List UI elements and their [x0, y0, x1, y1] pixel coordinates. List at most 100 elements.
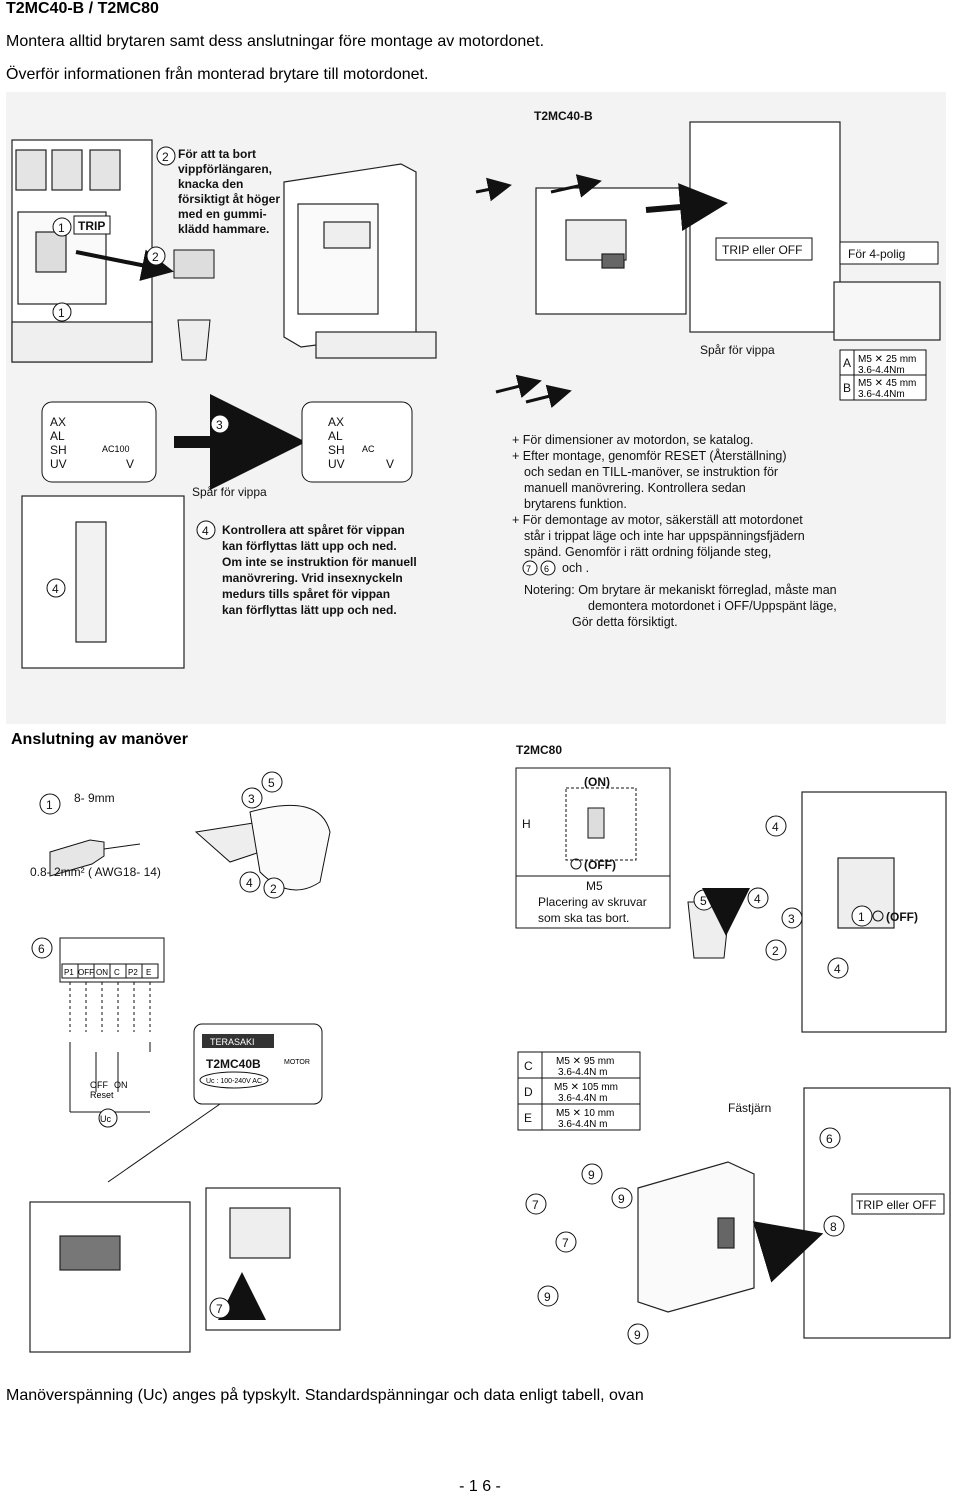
svg-text:(OFF): (OFF) — [584, 858, 616, 872]
svg-text:som ska tas bort.: som ska tas bort. — [538, 911, 629, 925]
svg-text:4: 4 — [772, 820, 779, 834]
svg-text:T2MC40B: T2MC40B — [206, 1057, 261, 1071]
svg-text:3: 3 — [788, 912, 795, 926]
svg-text:1: 1 — [58, 221, 65, 235]
svg-text:3: 3 — [248, 792, 255, 806]
off-label: OFF — [90, 1080, 108, 1090]
svg-text:V: V — [126, 457, 134, 471]
svg-text:MOTOR: MOTOR — [284, 1059, 310, 1066]
off-label: (OFF) — [886, 910, 918, 924]
svg-text:3: 3 — [216, 418, 223, 432]
t2mc80-diagram: T2MC80 H (ON) (OFF) M5 Placering av skru… — [515, 743, 951, 1345]
accessory-box-right: AX AL SH UV AC V — [301, 401, 413, 483]
svg-text:4: 4 — [52, 582, 59, 596]
svg-text:M5 ✕ 95 mm: M5 ✕ 95 mm — [556, 1056, 614, 1067]
svg-text:med en gummi-: med en gummi- — [178, 207, 267, 221]
svg-text:+ Efter montage, genomför RESE: + Efter montage, genomför RESET (Återstä… — [512, 448, 787, 463]
step-2-instruction: För att ta bort vippförlängaren, knacka … — [178, 147, 280, 236]
svg-text:4: 4 — [834, 962, 841, 976]
svg-text:2: 2 — [270, 882, 277, 896]
model-label: T2MC80 — [516, 743, 562, 757]
svg-text:kan förflyttas lätt upp och ne: kan förflyttas lätt upp och ned. — [222, 603, 397, 617]
reset-label: Reset — [90, 1090, 114, 1100]
mounting-diagram: 1 1 TRIP 2 2 För att ta bort vippförläng… — [6, 92, 946, 724]
trip-label: TRIP — [78, 219, 105, 233]
svg-text:manuell manövrering. Kontrolle: manuell manövrering. Kontrollera sedan — [524, 481, 746, 495]
svg-text:B: B — [843, 381, 851, 395]
svg-text:9: 9 — [588, 1168, 595, 1182]
svg-text:7: 7 — [526, 564, 531, 574]
front-view-box: H (ON) (OFF) M5 Placering av skruvar som… — [515, 767, 671, 929]
breaker-with-motor-drawing — [29, 1187, 341, 1353]
svg-text:Uc : 100-240V AC: Uc : 100-240V AC — [206, 1078, 262, 1085]
svg-text:demontera motordonet i OFF/Upp: demontera motordonet i OFF/Uppspänt läge… — [588, 599, 837, 613]
instruction-line-2: Överför informationen från monterad bryt… — [6, 66, 429, 83]
svg-text:3.6-4.4N m: 3.6-4.4N m — [558, 1067, 607, 1078]
svg-text:AL: AL — [328, 429, 343, 443]
svg-text:C: C — [114, 968, 120, 977]
svg-text:M5 ✕ 45 mm: M5 ✕ 45 mm — [858, 378, 916, 389]
svg-text:AC100: AC100 — [102, 444, 130, 454]
wire-strip-length: 8- 9mm — [74, 791, 115, 805]
wire-spec: 0.8- 2mm² ( AWG18- 14) — [30, 865, 161, 879]
svg-text:M5 ✕ 10 mm: M5 ✕ 10 mm — [556, 1108, 614, 1119]
svg-text:AX: AX — [50, 415, 66, 429]
svg-text:E: E — [146, 968, 151, 977]
svg-text:och sedan en TILL-manöver, se: och sedan en TILL-manöver, se instruktio… — [524, 465, 778, 479]
svg-text:D: D — [524, 1085, 533, 1099]
svg-text:4: 4 — [754, 892, 761, 906]
svg-text:kan förflyttas lätt upp och ne: kan förflyttas lätt upp och ned. — [222, 539, 397, 553]
svg-text:SH: SH — [50, 443, 67, 457]
svg-text:Notering: Om brytare är mekani: Notering: Om brytare är mekaniskt förreg… — [524, 583, 837, 597]
footer-note: Manöverspänning (Uc) anges på typskylt. … — [6, 1387, 644, 1404]
svg-text:6: 6 — [38, 942, 45, 956]
svg-text:6: 6 — [544, 564, 549, 574]
svg-text:Placering av skruvar: Placering av skruvar — [538, 895, 647, 909]
svg-text:UV: UV — [50, 457, 67, 471]
svg-text:H: H — [522, 817, 531, 831]
svg-text:För att ta bort: För att ta bort — [178, 147, 256, 161]
svg-text:brytarens funktion.: brytarens funktion. — [524, 497, 627, 511]
notes-block: + För dimensioner av motordon, se katalo… — [512, 433, 837, 629]
svg-text:8: 8 — [830, 1220, 837, 1234]
svg-text:SH: SH — [328, 443, 345, 457]
slot-label-bottom: Spår för vippa — [192, 485, 267, 499]
svg-text:UV: UV — [328, 457, 345, 471]
step-4-instruction: Kontrollera att spåret för vippan kan fö… — [222, 523, 417, 617]
svg-text:knacka den: knacka den — [178, 177, 243, 191]
rating-plate: TERASAKI T2MC40B MOTOR Uc : 100-240V AC — [193, 1023, 323, 1105]
svg-text:Om inte se instruktion för man: Om inte se instruktion för manuell — [222, 555, 417, 569]
slot-label-top: Spår för vippa — [700, 343, 775, 357]
svg-text:och .: och . — [562, 561, 589, 575]
svg-text:2: 2 — [162, 150, 169, 164]
breaker-drawing — [11, 139, 153, 363]
svg-text:1: 1 — [58, 306, 65, 320]
svg-text:står i trippat läge och inte h: står i trippat läge och inte har uppspän… — [524, 529, 805, 543]
svg-text:3.6-4.4N m: 3.6-4.4N m — [558, 1093, 607, 1104]
svg-text:2: 2 — [772, 944, 779, 958]
svg-text:P2: P2 — [128, 968, 138, 977]
svg-text:A: A — [843, 356, 851, 370]
svg-text:medurs tills spåret för vippan: medurs tills spåret för vippan — [222, 587, 390, 601]
uc-label: Uc — [100, 1114, 111, 1124]
motor-module-drawing — [283, 163, 437, 359]
step-1-marker: 1 1 — [52, 217, 72, 322]
svg-text:6: 6 — [826, 1132, 833, 1146]
four-pole-label: För 4-polig — [848, 247, 905, 261]
svg-text:C: C — [524, 1059, 533, 1073]
svg-text:M5 ✕ 105 mm: M5 ✕ 105 mm — [554, 1082, 618, 1093]
svg-text:7: 7 — [216, 1302, 223, 1316]
svg-text:AX: AX — [328, 415, 344, 429]
svg-text:Gör detta försiktigt.: Gör detta försiktigt. — [572, 615, 678, 629]
screw-table-ab: A M5 ✕ 25 mm 3.6-4.4Nm B M5 ✕ 45 mm 3.6-… — [839, 349, 927, 401]
wiring-diagram: 1 8- 9mm 0.8- 2mm² ( AWG18- 14) 3 5 4 2 … — [29, 771, 341, 1353]
section-title: Anslutning av manöver — [11, 731, 188, 748]
trip-or-off-label: TRIP eller OFF — [722, 243, 802, 257]
terminal-block: P1 OFF ON C P2 E — [59, 937, 165, 983]
screw-table-cde: C M5 ✕ 95 mm 3.6-4.4N m D M5 ✕ 105 mm 3.… — [517, 1051, 641, 1131]
svg-text:AL: AL — [50, 429, 65, 443]
svg-text:försiktigt åt höger: försiktigt åt höger — [178, 192, 280, 206]
svg-text:9: 9 — [618, 1192, 625, 1206]
instruction-line-1: Montera alltid brytaren samt dess anslut… — [6, 33, 545, 50]
svg-text:(ON): (ON) — [584, 775, 610, 789]
